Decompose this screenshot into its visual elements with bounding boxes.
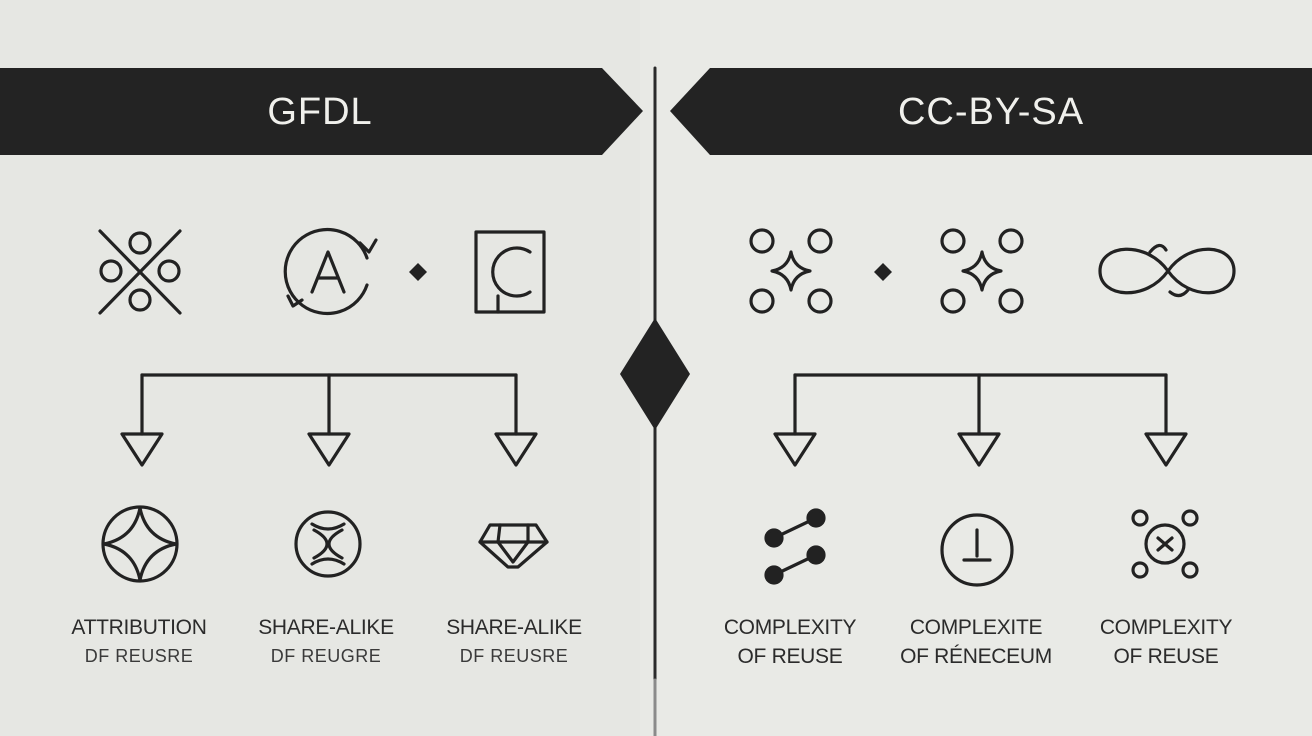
left-banner-title: GFDL	[267, 90, 373, 133]
right-item-3: COMPLEXITY OF REUSE	[1076, 613, 1256, 671]
sparkle-nodes-icon	[749, 228, 833, 314]
item-title: COMPLEXITY	[1099, 616, 1233, 639]
left-item-2: SHARE-ALIKE DF REUGRE	[236, 613, 416, 671]
copyleft-square-icon	[474, 230, 546, 314]
item-subtitle: DF REUSRE	[84, 646, 194, 666]
right-tree-connector	[773, 373, 1188, 467]
star-circle-icon	[101, 505, 179, 583]
infinity-icon	[1098, 243, 1236, 298]
left-dot-diamond	[409, 263, 427, 281]
item-subtitle: DF REUSRE	[459, 646, 569, 666]
left-banner-shape	[0, 68, 643, 155]
right-item-1: COMPLEXITY OF REUSE	[700, 613, 880, 671]
item-title: SHARE-ALIKE	[258, 616, 394, 639]
link-nodes-icon	[764, 508, 826, 585]
item-title: SHARE-ALIKE	[446, 616, 582, 639]
right-item-2: COMPLEXITE OF RÉNECEUM	[886, 613, 1066, 671]
item-title: ATTRIBUTION	[71, 616, 207, 639]
item-subtitle: DF REUGRE	[270, 646, 382, 666]
sparkle-nodes-icon	[940, 228, 1024, 314]
gem-icon	[478, 523, 549, 569]
item-title: COMPLEXITE	[909, 616, 1043, 639]
item-title: COMPLEXITY	[723, 616, 857, 639]
knot-circle-icon	[294, 510, 362, 578]
center-diamond	[620, 318, 690, 430]
left-tree-connector	[120, 373, 538, 467]
attribution-a-icon	[283, 227, 378, 316]
cross-circles-icon	[98, 229, 182, 315]
right-dot-diamond	[874, 263, 892, 281]
left-item-1: ATTRIBUTION DF REUSRE	[49, 613, 229, 671]
item-subtitle: OF RÉNECEUM	[900, 645, 1052, 668]
item-subtitle: OF REUSE	[737, 645, 843, 668]
circle-mark-icon	[940, 513, 1014, 587]
left-item-3: SHARE-ALIKE DF REUSRE	[424, 613, 604, 671]
item-subtitle: OF REUSE	[1113, 645, 1219, 668]
right-banner-shape	[670, 68, 1312, 155]
right-banner-title: CC-BY-SA	[897, 90, 1085, 133]
node-cluster-icon	[1131, 509, 1199, 579]
